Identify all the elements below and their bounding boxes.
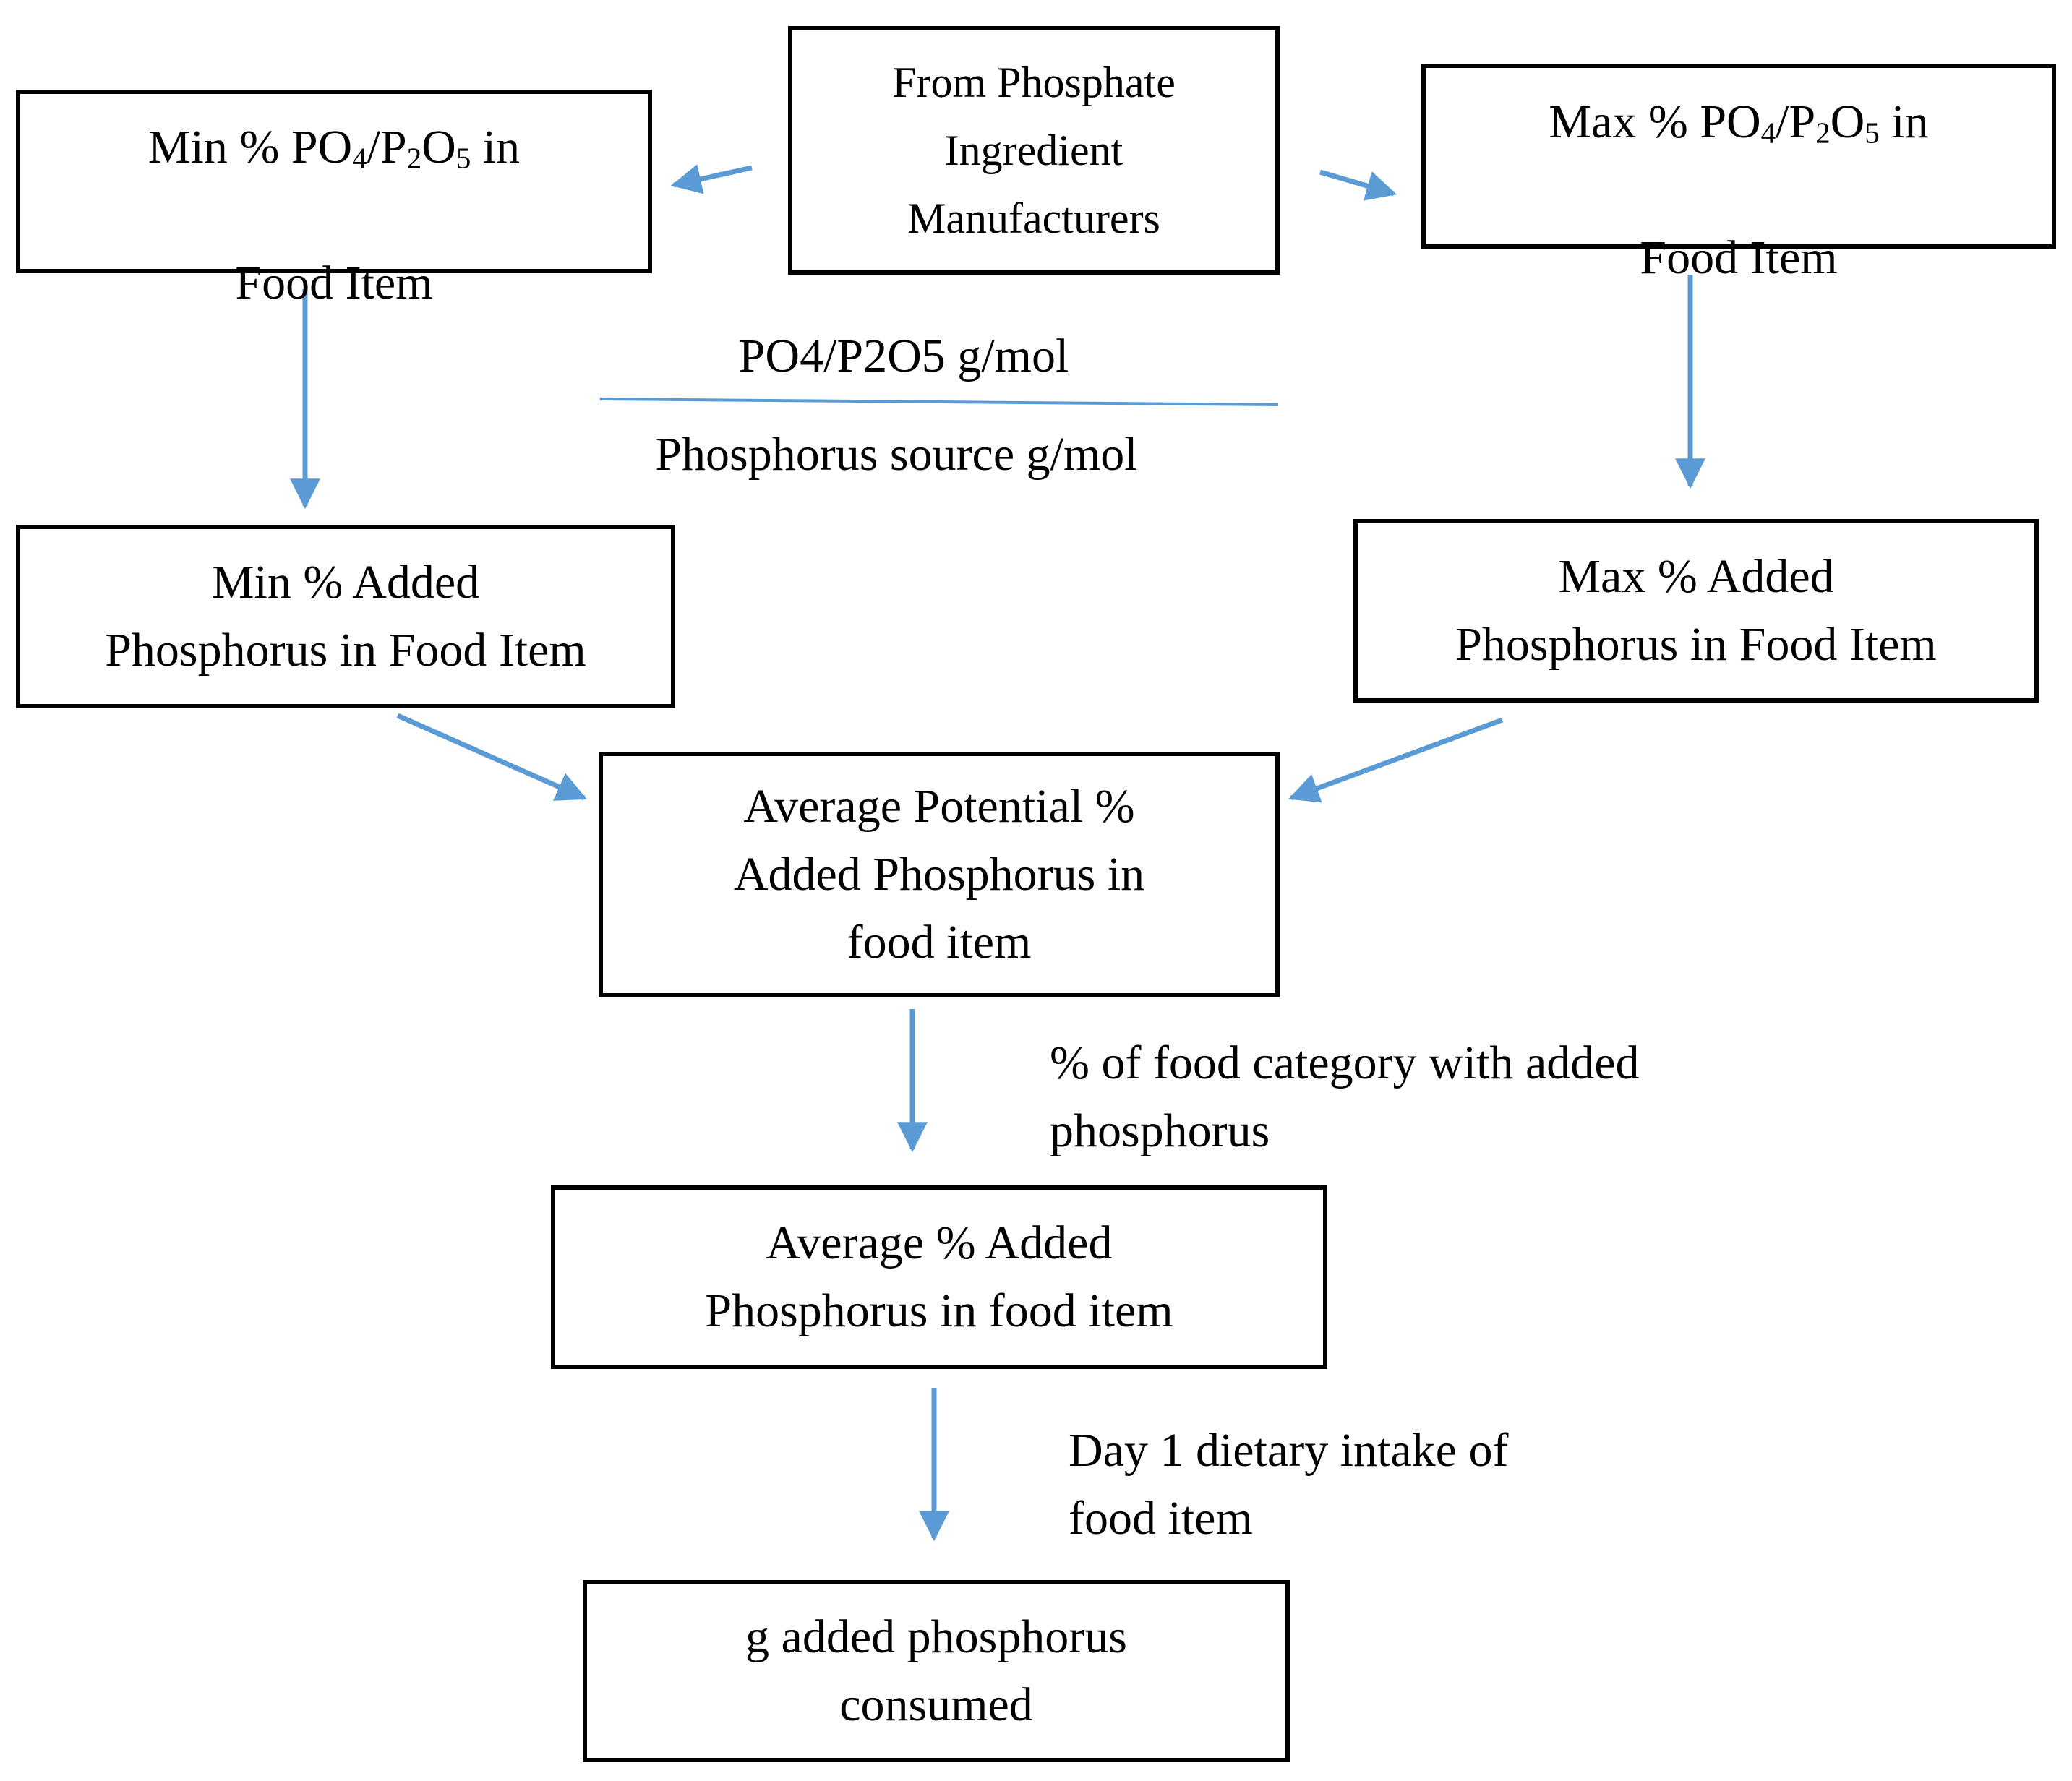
min-po4-sub-4: 4 bbox=[352, 142, 367, 175]
max-po4-sub-5: 5 bbox=[1865, 116, 1880, 150]
node-min-po4: Min % PO4/P2O5 in Food Item bbox=[16, 90, 652, 309]
max-po4-sub-2: 2 bbox=[1815, 116, 1831, 150]
node-source: From Phosphate Ingredient Manufacturers bbox=[788, 26, 1280, 275]
arrow-max-added-to-avg bbox=[1288, 717, 1504, 803]
min-po4-sub-5: 5 bbox=[455, 142, 471, 175]
node-max-added: Max % Added Phosphorus in Food Item bbox=[1353, 519, 2039, 703]
node-max-po4-label: Max % PO4/P2O5 in Food Item bbox=[1549, 20, 1928, 292]
max-po4-mid2: O bbox=[1830, 95, 1865, 148]
fraction-numerator: PO4/P2O5 g/mol bbox=[738, 330, 1069, 382]
max-po4-mid1: /P bbox=[1776, 95, 1816, 148]
min-po4-mid1: /P bbox=[367, 121, 407, 173]
min-po4-line2: Food Item bbox=[235, 257, 433, 309]
node-max-added-label: Max % Added Phosphorus in Food Item bbox=[1455, 550, 1937, 671]
node-avg-added-label: Average % Added Phosphorus in food item bbox=[705, 1216, 1173, 1337]
node-source-label: From Phosphate Ingredient Manufacturers bbox=[892, 59, 1176, 242]
node-avg-added: Average % Added Phosphorus in food item bbox=[551, 1185, 1327, 1369]
node-min-added: Min % Added Phosphorus in Food Item bbox=[16, 525, 675, 708]
node-consumed: g added phosphorus consumed bbox=[583, 1580, 1290, 1762]
min-po4-prefix: Min % PO bbox=[147, 121, 353, 173]
min-po4-sub-2: 2 bbox=[406, 142, 422, 175]
node-consumed-label: g added phosphorus consumed bbox=[745, 1610, 1127, 1731]
arrow-source-to-max bbox=[1319, 169, 1397, 201]
max-po4-sub-4: 4 bbox=[1760, 116, 1776, 150]
node-max-po4: Max % PO4/P2O5 in Food Item bbox=[1421, 64, 2056, 284]
node-min-po4-label: Min % PO4/P2O5 in Food Item bbox=[148, 46, 520, 317]
fraction-denominator: Phosphorus source g/mol bbox=[655, 428, 1138, 481]
max-po4-prefix: Max % PO bbox=[1549, 95, 1761, 148]
node-avg-potential-label: Average Potential % Added Phosphorus in … bbox=[733, 780, 1145, 969]
arrow-source-to-min bbox=[670, 164, 753, 194]
min-po4-suffix: in bbox=[471, 121, 521, 173]
min-po4-mid2: O bbox=[421, 121, 456, 173]
fraction-divider-line bbox=[599, 398, 1279, 406]
arrow-min-added-to-avg bbox=[396, 713, 587, 801]
max-po4-suffix: in bbox=[1879, 95, 1929, 148]
node-min-added-label: Min % Added Phosphorus in Food Item bbox=[105, 556, 586, 677]
dietary-intake-label: Day 1 dietary intake of food item bbox=[1069, 1424, 1509, 1545]
max-po4-line2: Food Item bbox=[1640, 231, 1838, 284]
category-share-label: % of food category with added phosphorus bbox=[1050, 1037, 1640, 1157]
node-avg-potential: Average Potential % Added Phosphorus in … bbox=[599, 752, 1280, 997]
